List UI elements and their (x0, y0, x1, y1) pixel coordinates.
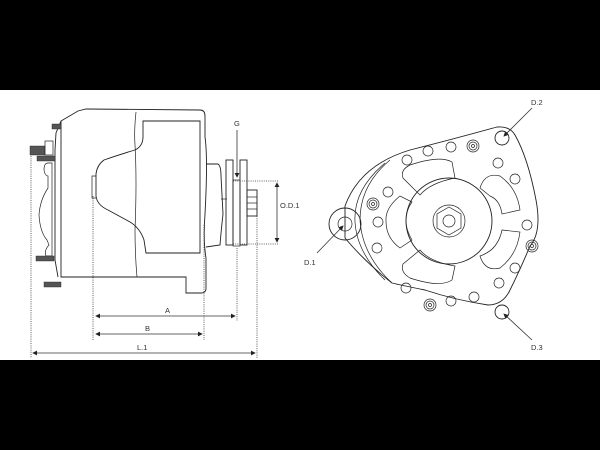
mount-hole-d2 (494, 130, 510, 146)
label-od1: O.D.1 (280, 201, 300, 210)
label-g: G (234, 119, 240, 128)
threaded-bosses (366, 139, 539, 312)
label-d1: D.1 (304, 258, 316, 267)
side-view: O.D.1 G A B L.1 (29, 108, 300, 358)
hex-nut-icon (436, 206, 462, 236)
letterbox-bottom (0, 360, 600, 450)
label-b: B (145, 324, 150, 333)
label-a: A (165, 306, 170, 315)
mount-boss-d1 (328, 207, 362, 241)
mount-hole-d3 (494, 304, 510, 320)
cooling-holes (371, 141, 533, 307)
terminal-stud-icon (51, 123, 62, 130)
front-view: D.2 D.3 D.1 (304, 98, 543, 352)
letterbox-top (0, 0, 600, 90)
label-l1: L.1 (137, 343, 147, 352)
label-d2: D.2 (531, 98, 543, 107)
label-d3: D.3 (531, 343, 543, 352)
